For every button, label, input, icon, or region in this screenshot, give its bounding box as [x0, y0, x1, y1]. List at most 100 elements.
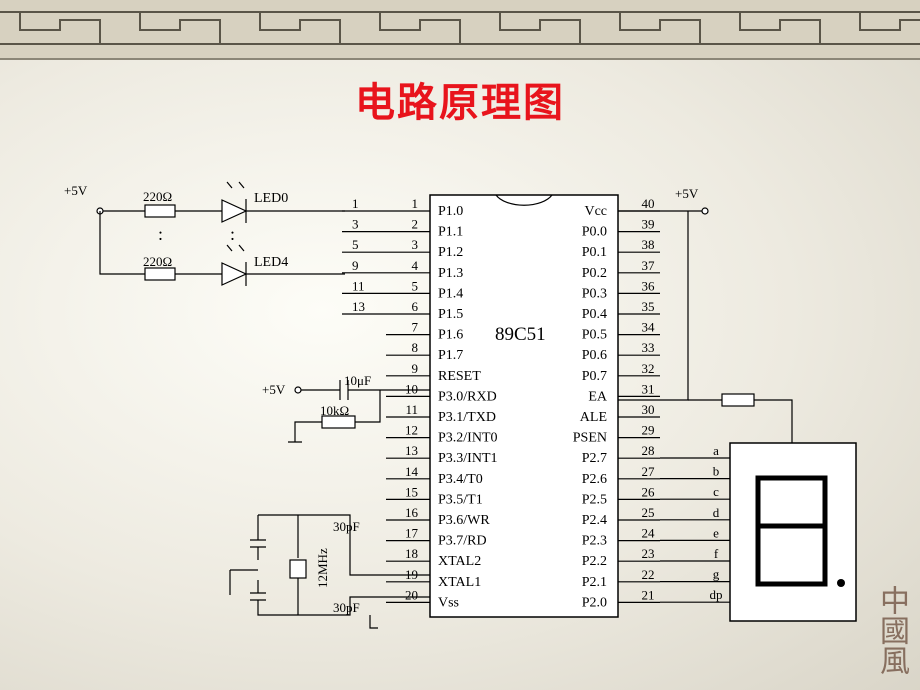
pin-label: P1.3 — [438, 266, 463, 281]
pin-label: P1.7 — [438, 348, 463, 363]
pin-number: 21 — [642, 587, 655, 602]
reset-capacitor-label: 10μF — [344, 373, 371, 388]
pin-label: EA — [588, 389, 608, 404]
vcc-terminal — [701, 207, 709, 215]
pin-label: P0.6 — [582, 348, 607, 363]
slide-title: 电路原理图 — [355, 80, 565, 126]
pin-number: 28 — [642, 443, 655, 458]
pin-number: 12 — [405, 423, 418, 438]
pin-number: 23 — [642, 546, 655, 561]
pin-label: P2.0 — [582, 595, 607, 610]
pin-label: P0.5 — [582, 328, 607, 343]
pin-number: 34 — [642, 320, 656, 335]
pin-number: 22 — [642, 567, 655, 582]
pin-number: 38 — [642, 237, 655, 252]
segment-label: g — [713, 567, 720, 582]
ellipsis-left: : — [158, 224, 163, 244]
reset-capacitor — [301, 380, 430, 400]
pin-number: 33 — [642, 340, 655, 355]
pin-number: 11 — [405, 402, 418, 417]
pin-number: 6 — [412, 299, 419, 314]
left-pin-group: 1P1.02P1.13P1.24P1.35P1.46P1.57P1.68P1.7… — [386, 196, 498, 610]
pin-number: 4 — [412, 258, 419, 273]
pin-label: RESET — [438, 369, 481, 384]
segment-label: a — [713, 443, 719, 458]
reset-circuit — [288, 380, 430, 443]
pin-label: P2.5 — [582, 492, 607, 507]
pin-number: 24 — [642, 526, 656, 541]
pin-label: P2.6 — [582, 472, 607, 487]
right-pin-group: 40Vcc39P0.038P0.137P0.236P0.335P0.434P0.… — [573, 196, 660, 610]
pin-label: P3.0/RXD — [438, 389, 497, 404]
pin-number: 3 — [412, 237, 419, 252]
pin-label: P3.1/TXD — [438, 410, 496, 425]
pin-label: P1.2 — [438, 245, 463, 260]
led-wire-number: 1 — [352, 196, 359, 211]
crystal-cap-top-label: 30pF — [333, 519, 360, 534]
pin-number: 13 — [405, 443, 418, 458]
pin-number: 7 — [412, 320, 419, 335]
resistor-top — [144, 204, 176, 218]
pin-number: 35 — [642, 299, 655, 314]
pin-label: P3.2/INT0 — [438, 431, 498, 446]
led-supply-label: +5V — [64, 183, 88, 198]
pin-number: 32 — [642, 361, 655, 376]
chip-body — [429, 194, 619, 618]
led-wire-number: 11 — [352, 278, 365, 293]
crystal-legs — [257, 515, 299, 615]
pin-label: P0.0 — [582, 225, 607, 240]
resistor-bottom-label: 220Ω — [143, 254, 172, 269]
ground-wires — [229, 569, 378, 629]
crystal-circuit — [229, 514, 430, 629]
pin-label: P1.6 — [438, 328, 463, 343]
pin-number: 16 — [405, 505, 419, 520]
crystal-wiring — [257, 514, 430, 616]
pin-number: 14 — [405, 464, 419, 479]
chip-name: 89C51 — [495, 324, 546, 345]
reset-supply-label: +5V — [262, 382, 286, 397]
pin-label: P0.4 — [582, 307, 607, 322]
pin-label: P2.1 — [582, 575, 607, 590]
pin-label: P2.2 — [582, 554, 607, 569]
crystal-body — [289, 559, 307, 579]
reset-resistor — [321, 415, 356, 429]
pin-label: P3.4/T0 — [438, 472, 483, 487]
pin-number: 36 — [642, 278, 656, 293]
pin-label: P2.3 — [582, 534, 607, 549]
pin-number: 29 — [642, 423, 655, 438]
pin-number: 1 — [412, 196, 419, 211]
pin-label: Vcc — [584, 204, 607, 219]
seven-segment-display — [729, 442, 857, 622]
pin-number: 5 — [412, 278, 419, 293]
pin-label: P3.5/T1 — [438, 492, 483, 507]
led0-light-arrows — [226, 181, 245, 189]
pin-number: 37 — [642, 258, 656, 273]
pin-label: P0.7 — [582, 369, 607, 384]
pin-number: 30 — [642, 402, 655, 417]
pin-label: P1.4 — [438, 286, 463, 301]
pin-label: ALE — [580, 410, 607, 425]
led-circuit — [96, 181, 345, 286]
decimal-point — [837, 579, 845, 587]
led4-wire — [99, 211, 345, 275]
pin-label: P3.3/INT1 — [438, 451, 498, 466]
pin-number: 31 — [642, 381, 655, 396]
pin-number: 9 — [412, 361, 419, 376]
pin-label: P0.2 — [582, 266, 607, 281]
pin-number: 10 — [405, 381, 418, 396]
display-body — [729, 442, 857, 622]
segment-label: f — [714, 546, 719, 561]
led0-symbol — [221, 199, 248, 223]
pin-label: PSEN — [573, 431, 607, 446]
pin-number: 26 — [642, 484, 656, 499]
pin-label: Vss — [438, 595, 459, 610]
decorative-lattice-border — [0, 0, 920, 60]
pin-label: P1.1 — [438, 225, 463, 240]
digit-segments — [755, 475, 828, 587]
pin-number: 25 — [642, 505, 655, 520]
reset-resistor-label: 10kΩ — [320, 403, 349, 418]
pin-number: 18 — [405, 546, 418, 561]
vcc-supply-label: +5V — [675, 186, 699, 201]
